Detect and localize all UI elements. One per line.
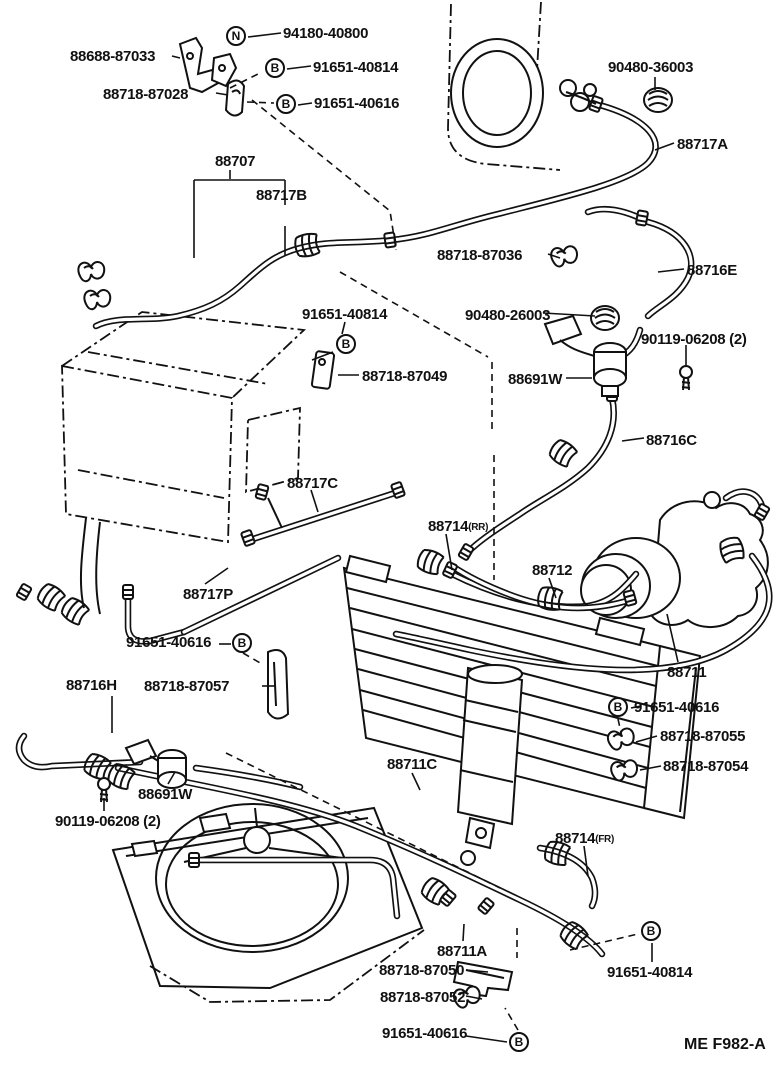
part-label: 88718-87052 [380, 989, 466, 1006]
pressure-switch-upper [543, 314, 627, 397]
fastener-symbol-b: B [232, 633, 252, 653]
part-label: 90480-26003 [465, 307, 551, 324]
fastener-symbol-b: B [336, 334, 356, 354]
bolt-90119-upper [679, 365, 693, 391]
part-label: 91651-40616 [382, 1025, 468, 1042]
dashed-lines [225, 71, 639, 1031]
part-label: 88691W [138, 786, 193, 803]
fastener-symbol-b: B [265, 58, 285, 78]
fastener-symbol-b: B [276, 94, 296, 114]
firewall-fitting [559, 79, 597, 112]
part-label: 88707 [215, 153, 256, 170]
part-label: 88718-87054 [663, 758, 749, 775]
fastener-symbol-b: B [608, 697, 628, 717]
part-label: 88717P [183, 586, 233, 603]
part-label: 88718-87049 [362, 368, 448, 385]
part-label: 91651-40814 [313, 59, 399, 76]
part-label: 88712 [532, 562, 573, 579]
part-label: 88717C [287, 475, 338, 492]
part-label: 88716H [66, 677, 117, 694]
part-label: 91651-40814 [302, 306, 388, 323]
fastener-symbol-b: B [641, 921, 661, 941]
part-label: 88691W [508, 371, 563, 388]
part-label: 88714(FR) [555, 830, 614, 849]
part-label: 88711A [437, 943, 487, 960]
part-label: 88718-87050 [379, 962, 465, 979]
brackets-clamps [77, 36, 639, 1010]
evaporator-outline [61, 311, 307, 615]
pressure-switch-lower [124, 738, 187, 789]
fastener-symbol-b: B [509, 1032, 529, 1052]
part-label: 88718-87055 [660, 728, 746, 745]
fastener-symbol-n: N [226, 26, 246, 46]
part-label: 88716C [646, 432, 697, 449]
part-label: 88718-87028 [103, 86, 189, 103]
figure-code: ME F982-A [684, 1036, 766, 1053]
part-label: 91651-40616 [314, 95, 400, 112]
firewall-panel [447, 1, 561, 171]
part-label: 90119-06208 (2) [641, 331, 747, 348]
grommet-90480-26003 [590, 305, 620, 331]
part-number-suffix: (RR) [468, 522, 489, 533]
part-label: 91651-40616 [126, 634, 212, 651]
leader-lines [103, 32, 687, 1043]
part-label: 88718-87057 [144, 678, 230, 695]
part-label: 88716E [687, 262, 737, 279]
part-label: 88714(RR) [428, 518, 488, 537]
part-number: 88714 [555, 830, 596, 847]
part-number: 88714 [428, 518, 469, 535]
part-label: 88711C [387, 756, 437, 773]
part-label: 88718-87036 [437, 247, 523, 264]
refrigerant-pipes [19, 104, 769, 954]
part-label: 91651-40616 [634, 699, 720, 716]
part-label: 91651-40814 [607, 964, 693, 981]
grommet-90480-36003 [643, 87, 673, 113]
part-label: 88688-87033 [70, 48, 156, 65]
part-label: 94180-40800 [283, 25, 369, 42]
part-number-suffix: (FR) [595, 834, 615, 845]
part-label: 90119-06208 (2) [55, 813, 161, 830]
part-label: 90480-36003 [608, 59, 694, 76]
receiver-drier [456, 664, 524, 866]
part-label: 88717B [256, 187, 307, 204]
part-label: 88711 [667, 664, 707, 681]
part-label: 88717A [677, 136, 728, 153]
